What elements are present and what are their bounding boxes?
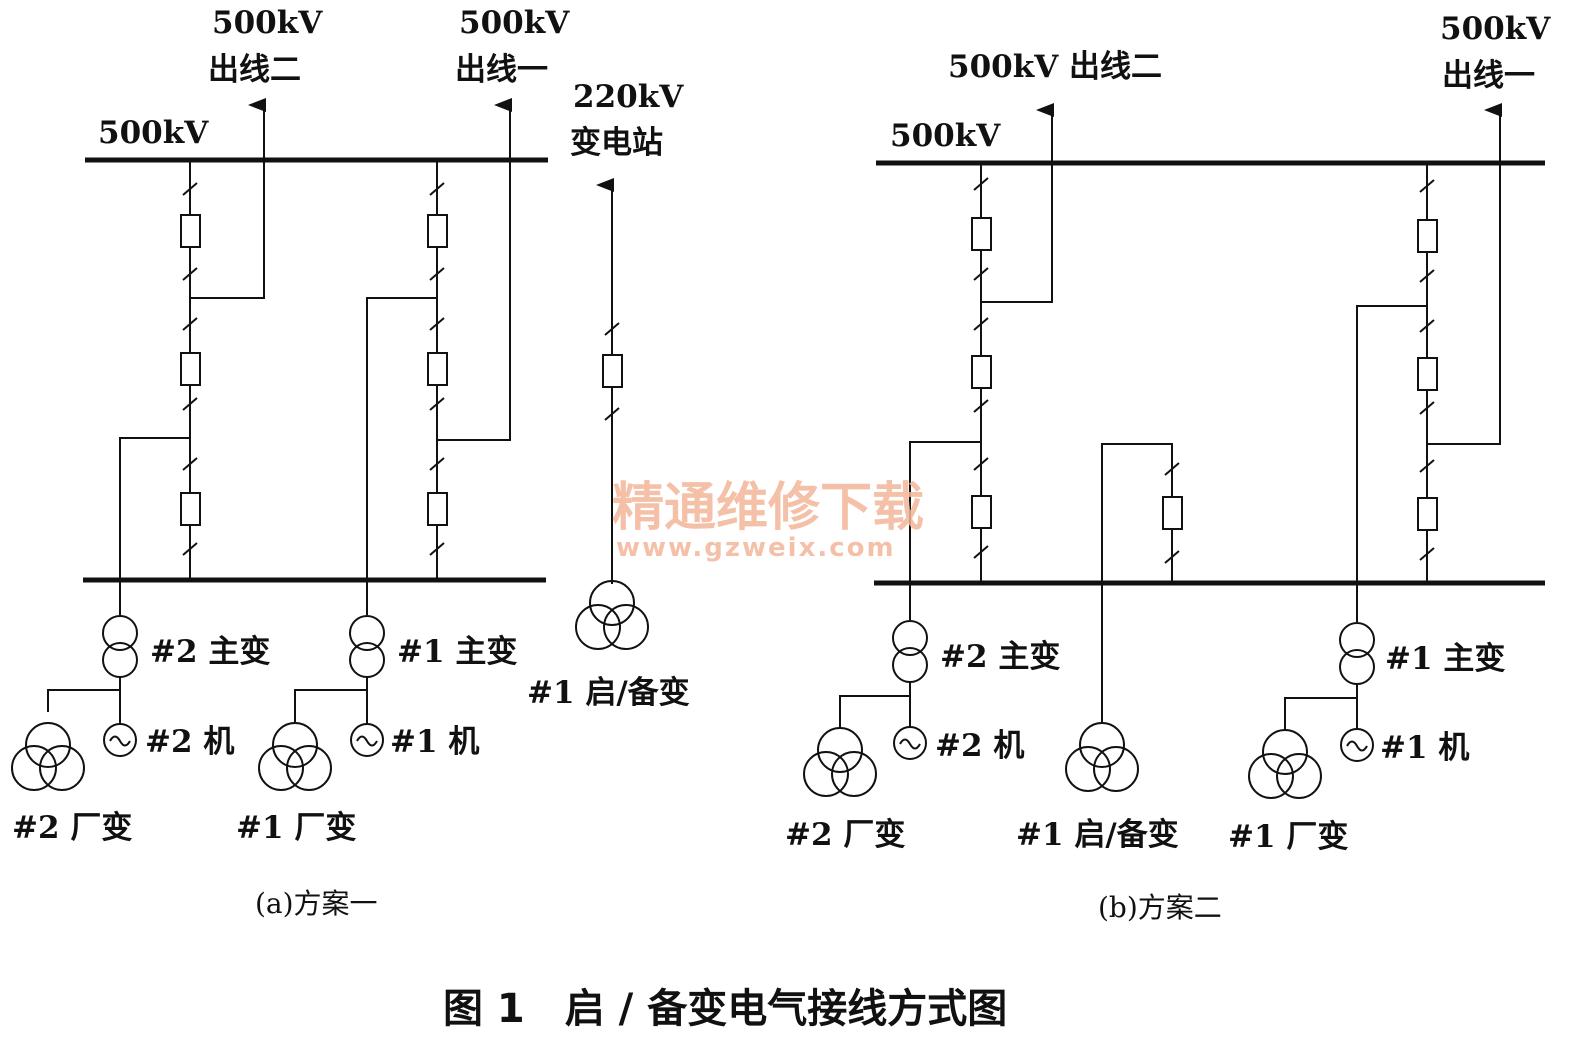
generator-2-icon-a <box>103 723 137 757</box>
line2-label-b: 500kV 出线二 <box>948 49 1162 85</box>
generator-1-icon-b <box>1340 728 1374 762</box>
watermark: 精通维修下载 www.gzweix.com <box>612 478 924 563</box>
diagram-a <box>11 98 649 791</box>
main-transformer-1-label-a: #1 主变 <box>397 634 517 670</box>
station-transformer-2-label-a: #2 厂变 <box>12 810 132 846</box>
breaker-string-right-a <box>427 160 448 580</box>
line2-label-a-name: 出线二 <box>208 52 301 88</box>
outgoing-line-1-b <box>1427 103 1502 445</box>
labels-a: 500kV 500kV 出线二 500kV 出线一 220kV 变电站 #2 主… <box>12 5 690 920</box>
generator-2-label-a: #2 机 <box>145 724 234 760</box>
figure-title: 图 1 启 / 备变电气接线方式图 <box>443 986 1007 1032</box>
main-transformer-1-symbol-a <box>349 615 385 651</box>
line1-label-a-kv: 500kV <box>459 5 570 41</box>
generator-2-label-b: #2 机 <box>935 728 1024 764</box>
line2-label-a-kv: 500kV <box>212 5 323 41</box>
generator-1-label-a: #1 机 <box>390 724 479 760</box>
station-transformer-1-label-a: #1 厂变 <box>236 810 356 846</box>
breaker-string-left-b <box>971 163 992 583</box>
caption-b: (b)方案二 <box>1098 891 1222 924</box>
feeder-main-transformer-2-a <box>119 437 190 615</box>
startup-transformer-label-a: #1 启/备变 <box>527 675 690 711</box>
generator-1-icon-a <box>350 723 384 757</box>
station-transformer-1-label-b: #1 厂变 <box>1228 819 1348 855</box>
substation-label-a-name: 变电站 <box>570 125 663 161</box>
generator-1-label-b: #1 机 <box>1380 730 1469 766</box>
outgoing-line-1-a <box>437 98 512 441</box>
station-transformer-2-symbol-a <box>11 722 85 791</box>
labels-b: 500kV 500kV 出线二 500kV 出线一 #2 主变 #1 主变 #2… <box>785 11 1551 924</box>
line1-label-b-name: 出线一 <box>1442 58 1535 94</box>
line1-label-a-name: 出线一 <box>455 52 548 88</box>
main-transformer-1-label-b: #1 主变 <box>1385 641 1505 677</box>
station-transformer-1-symbol-a <box>258 722 332 791</box>
startup-transformer-branch-b <box>1065 443 1183 792</box>
generator-2-icon-b <box>893 726 927 760</box>
breaker-string-left-a <box>180 160 201 580</box>
station-transformer-2-symbol-b <box>803 727 877 797</box>
main-transformer-2-symbol-a <box>102 615 138 651</box>
main-transformer-2-label-a: #2 主变 <box>150 634 270 670</box>
bus-label-a: 500kV <box>98 115 209 151</box>
watermark-name: 精通维修下载 <box>612 478 924 538</box>
diagram-b <box>803 103 1545 799</box>
startup-transformer-feed-a <box>575 178 649 650</box>
startup-transformer-label-b: #1 启/备变 <box>1016 817 1179 853</box>
main-transformer-1-symbol-b <box>1339 622 1375 658</box>
feeder-main-transformer-2-b <box>909 441 981 620</box>
caption-a: (a)方案一 <box>255 887 378 920</box>
station-transformer-2-label-b: #2 厂变 <box>785 817 905 853</box>
main-transformer-2-label-b: #2 主变 <box>940 639 1060 675</box>
line1-label-b-kv: 500kV <box>1440 11 1551 47</box>
station-transformer-1-symbol-b <box>1248 729 1322 799</box>
breaker-string-right-b <box>1417 163 1438 583</box>
bus-label-b: 500kV <box>890 118 1001 154</box>
watermark-url: www.gzweix.com <box>616 533 896 563</box>
outgoing-line-2-b <box>981 103 1054 303</box>
main-transformer-2-symbol-b <box>892 620 928 656</box>
substation-label-a-kv: 220kV <box>573 79 684 115</box>
feeder-main-transformer-1-b <box>1356 305 1427 622</box>
feeder-main-transformer-1-a <box>366 297 437 615</box>
outgoing-line-2-a <box>190 98 266 299</box>
